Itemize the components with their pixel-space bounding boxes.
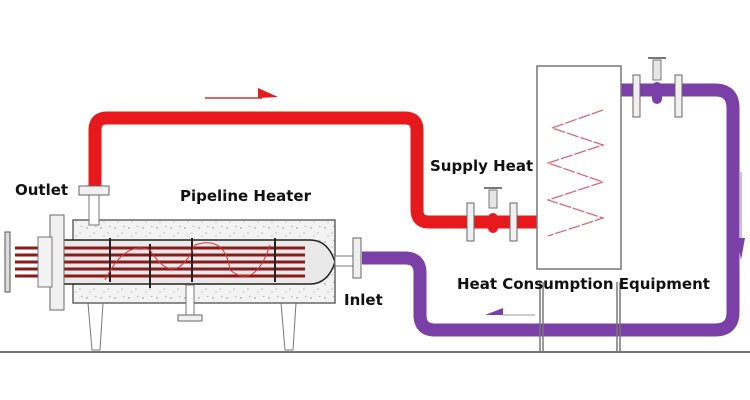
supply-valve <box>466 187 518 242</box>
outlet-label: Outlet <box>15 181 69 199</box>
pipeline-heater-label: Pipeline Heater <box>180 187 311 205</box>
return-pipe <box>362 83 740 337</box>
inlet-label: Inlet <box>344 291 383 309</box>
supply-heat-label: Supply Heat <box>430 157 534 175</box>
return-valve <box>632 57 683 118</box>
return-flow-arrow-down <box>737 172 745 260</box>
supply-flow-arrow <box>205 88 278 99</box>
heating-coil <box>545 109 606 237</box>
return-flow-arrow-left <box>485 308 535 316</box>
supply-pipe <box>88 111 540 229</box>
pipeline-heater <box>4 185 362 351</box>
heat-consumption-equipment-label: Heat Consumption Equipment <box>457 275 710 293</box>
heat-consumption-equipment <box>536 65 622 352</box>
